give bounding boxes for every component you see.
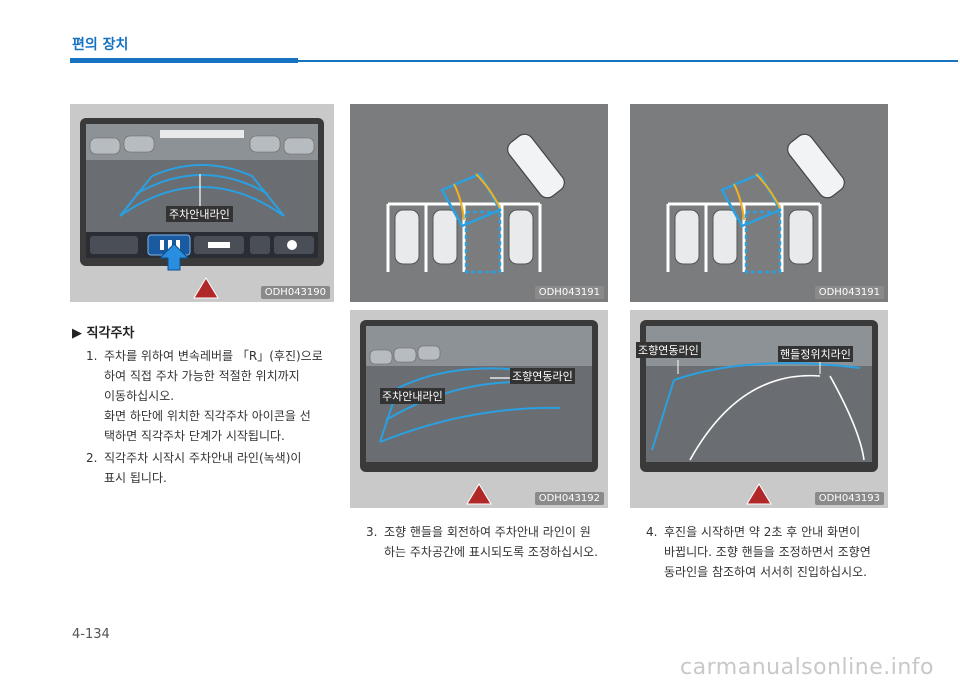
figure-5-code: ODH043193 (814, 492, 884, 505)
figure-4-turn-label: 조향연동라인 (510, 368, 575, 384)
figure-1-guide-label: 주차안내라인 (166, 206, 233, 222)
header-rule-thin (298, 60, 958, 62)
figure-camera-screen-2: 주차안내라인 조향연동라인 ODH043192 (350, 310, 608, 508)
section-title: ▶ 직각주차 (72, 326, 135, 341)
figure-top-view-2: ODH043191 (630, 104, 888, 302)
section-header-title: 편의 장치 (72, 37, 129, 53)
step-3: 3.조향 핸들을 회전하여 주차안내 라인이 원 하는 주차공간에 표시되도록 … (366, 525, 598, 559)
figure-camera-screen-1: 주차안내라인 ODH043190 (70, 104, 334, 302)
figure-4-guide-label: 주차안내라인 (380, 388, 445, 404)
figure-3-code: ODH043191 (814, 286, 884, 299)
figure-top-view-1: ODH043191 (350, 104, 608, 302)
figure-5-turn-label: 조향연동라인 (636, 342, 701, 358)
figure-5-fixed-label: 핸들정위치라인 (778, 346, 853, 362)
triangle-bullet-icon: ▶ (72, 326, 87, 341)
step-2: 2.직각주차 시작시 주차안내 라인(녹색)이 표시 됩니다. (86, 451, 302, 485)
figure-4-code: ODH043192 (534, 492, 604, 505)
figure-2-code: ODH043191 (534, 286, 604, 299)
header-rule-thick (70, 58, 298, 63)
figure-camera-screen-3: 조향연동라인 핸들정위치라인 ODH043193 (630, 310, 888, 508)
page-number: 4-134 (72, 627, 110, 642)
step-4: 4.후진을 시작하면 약 2초 후 안내 화면이 바뀝니다. 조향 핸들을 조정… (646, 525, 871, 579)
site-watermark: carmanualsonline.info (680, 655, 934, 680)
step-1: 1.주차를 위하여 변속레버를 「R」(후진)으로 하여 직접 주차 가능한 적… (86, 349, 323, 443)
figure-1-code: ODH043190 (260, 286, 330, 299)
